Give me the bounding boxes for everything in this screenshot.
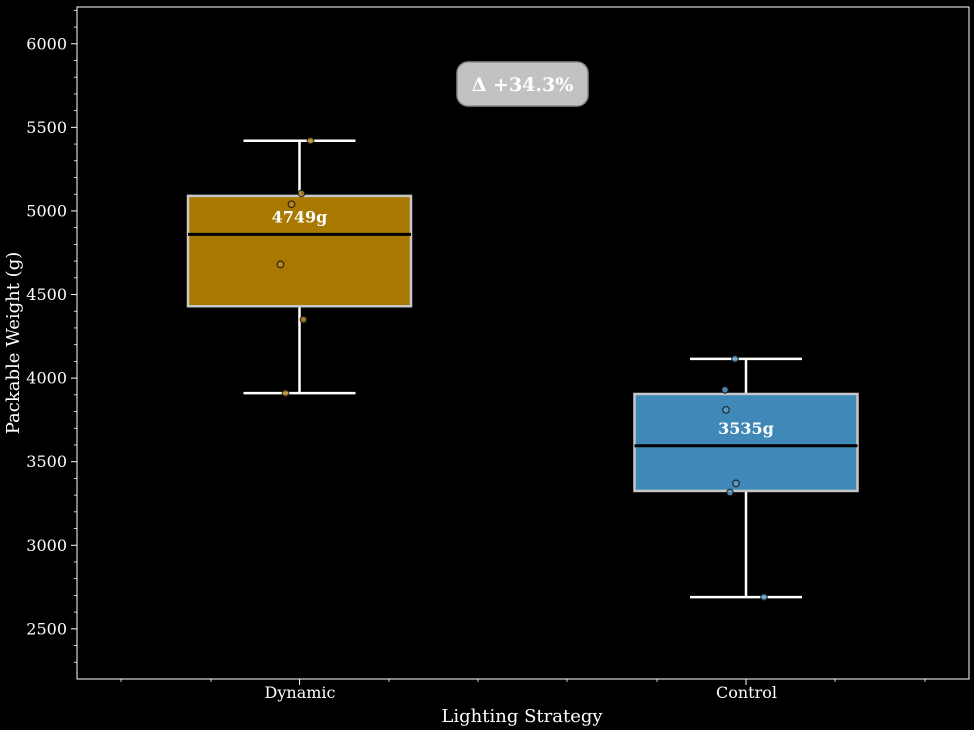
- y-tick-label: 6000: [26, 34, 67, 53]
- data-point: [726, 488, 734, 497]
- box-series: 4749g 3535g: [186, 136, 859, 601]
- data-point: [732, 479, 740, 488]
- data-point: [297, 189, 306, 198]
- y-tick-label: 3000: [26, 536, 67, 555]
- y-tick-label: 4500: [26, 285, 67, 304]
- data-point: [299, 315, 308, 324]
- x-axis-label: Lighting Strategy: [441, 706, 603, 727]
- data-point: [287, 200, 296, 209]
- x-tick-label: Dynamic: [265, 683, 336, 702]
- x-axis-ticks: Dynamic Control: [265, 679, 777, 702]
- y-tick-label: 3500: [26, 452, 67, 471]
- data-point: [306, 136, 315, 145]
- delta-annotation-box: [456, 61, 589, 107]
- y-tick-label: 5000: [26, 201, 67, 220]
- box-iqr: [633, 392, 859, 493]
- data-point: [721, 385, 729, 394]
- mean-label: 4749g: [272, 207, 328, 226]
- delta-annotation: Δ +34.3%: [456, 61, 589, 107]
- y-axis-label: Packable Weight (g): [3, 252, 24, 435]
- x-tick-label: Control: [716, 683, 777, 702]
- box-dynamic: 4749g: [186, 136, 413, 398]
- data-point: [276, 260, 285, 269]
- y-axis-ticks: 2500 3000 3500 4000 4500 5000 5500 6000: [26, 34, 77, 638]
- plot-frame: [76, 6, 970, 680]
- data-point: [281, 389, 290, 398]
- data-point: [722, 405, 730, 414]
- mean-label: 3535g: [718, 419, 774, 438]
- delta-annotation-text: Δ +34.3%: [472, 74, 574, 96]
- y-tick-label: 5500: [26, 118, 67, 137]
- data-point: [760, 593, 768, 601]
- box-control: 3535g: [633, 354, 859, 601]
- data-point: [731, 354, 739, 363]
- y-tick-label: 4000: [26, 369, 67, 388]
- y-tick-label: 2500: [26, 619, 67, 638]
